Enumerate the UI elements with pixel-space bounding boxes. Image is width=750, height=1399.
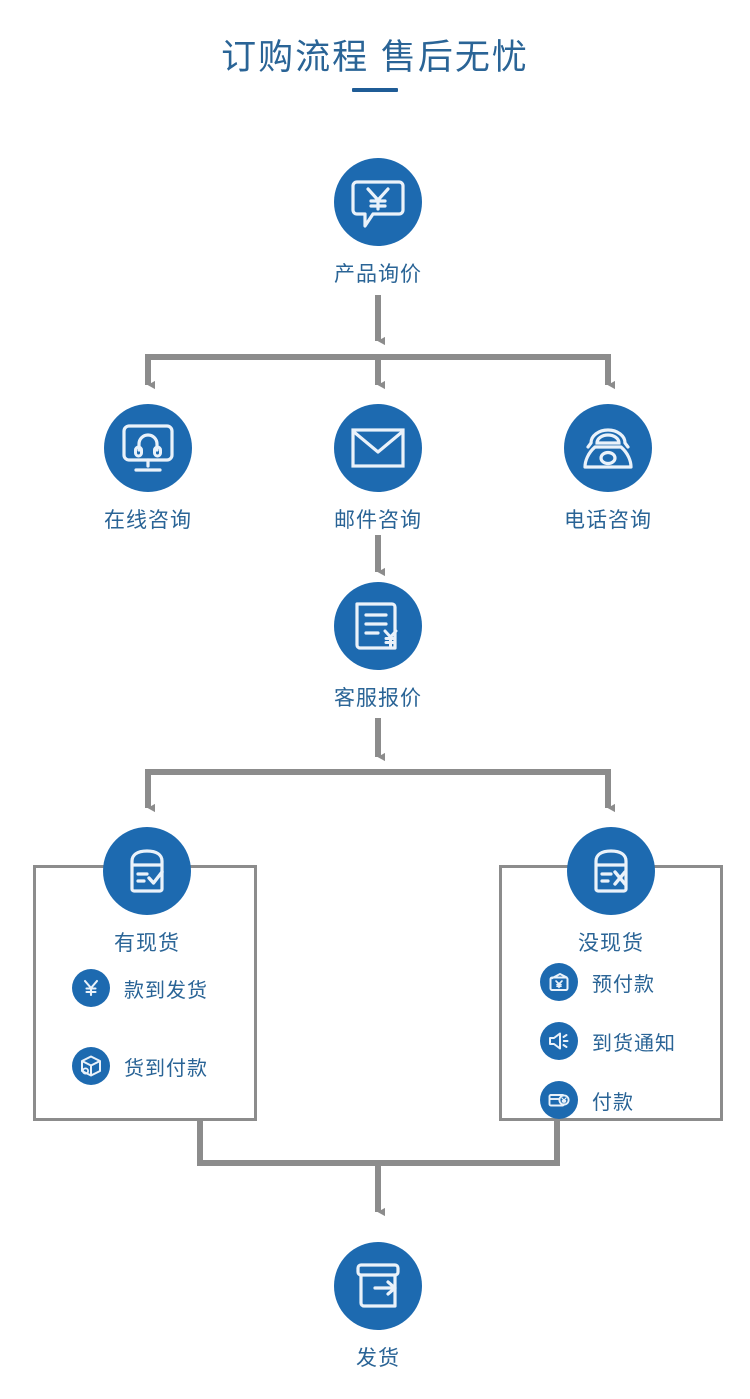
card-yen-icon <box>540 1081 578 1119</box>
option-payment[interactable]: 付款 <box>540 1081 634 1119</box>
box-check-icon <box>103 827 191 915</box>
chat-bubble-yen-icon <box>334 158 422 246</box>
node-label: 在线咨询 <box>104 509 192 532</box>
option-label: 付款 <box>592 1091 634 1114</box>
megaphone-icon <box>540 1022 578 1060</box>
node-email-consult[interactable]: 邮件咨询 <box>298 404 458 534</box>
node-label: 有现货 <box>114 932 180 955</box>
option-label: 货到付款 <box>124 1057 208 1080</box>
option-pay-before-ship[interactable]: 款到发货 <box>72 969 208 1007</box>
node-label: 客服报价 <box>334 687 422 710</box>
wallet-yen-icon <box>540 963 578 1001</box>
option-cash-on-delivery[interactable]: 货到付款 <box>72 1047 208 1085</box>
node-out-of-stock[interactable]: 没现货 <box>531 827 691 957</box>
option-arrival-notice[interactable]: 到货通知 <box>540 1022 676 1060</box>
box-cross-icon <box>567 827 655 915</box>
page-title-text: 订购流程 售后无忧 <box>221 38 529 77</box>
node-label: 没现货 <box>578 932 644 955</box>
node-shipment[interactable]: 发货 <box>298 1242 458 1372</box>
document-yen-icon <box>334 582 422 670</box>
option-label: 到货通知 <box>592 1032 676 1055</box>
title-underline <box>352 88 398 92</box>
node-online-consult[interactable]: 在线咨询 <box>68 404 228 534</box>
node-label: 产品询价 <box>334 263 422 286</box>
yen-icon <box>72 969 110 1007</box>
node-label: 电话咨询 <box>564 509 652 532</box>
package-icon <box>72 1047 110 1085</box>
option-label: 款到发货 <box>124 979 208 1002</box>
telephone-icon <box>564 404 652 492</box>
box-arrow-out-icon <box>334 1242 422 1330</box>
monitor-headset-icon <box>104 404 192 492</box>
node-label: 邮件咨询 <box>334 509 422 532</box>
option-label: 预付款 <box>592 973 655 996</box>
page-title: 订购流程 售后无忧 <box>0 36 750 92</box>
option-prepayment[interactable]: 预付款 <box>540 963 655 1001</box>
node-service-quote[interactable]: 客服报价 <box>298 582 458 712</box>
node-label: 发货 <box>356 1347 400 1370</box>
node-phone-consult[interactable]: 电话咨询 <box>528 404 688 534</box>
node-in-stock[interactable]: 有现货 <box>67 827 227 957</box>
node-product-inquiry[interactable]: 产品询价 <box>298 158 458 288</box>
envelope-icon <box>334 404 422 492</box>
